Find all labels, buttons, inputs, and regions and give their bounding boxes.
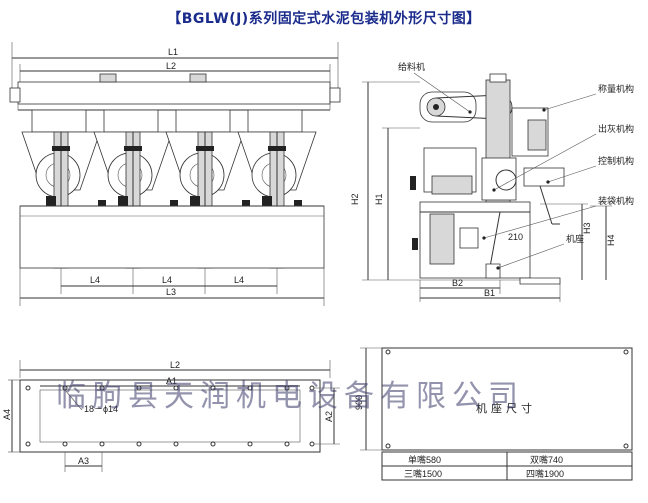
label-base: 机座 [566, 233, 584, 245]
page-title: 【BGLW(J)系列固定式水泥包装机外形尺寸图】 [167, 11, 481, 27]
plan-view: L2 A1 18－ϕ14 A4 A2 [2, 360, 340, 472]
base-size-label: 机座尺寸 [476, 401, 536, 415]
dim-B2: B2 [452, 278, 463, 288]
dim-900: 900 [354, 395, 364, 410]
dim-A3: A3 [78, 456, 89, 466]
watermark: 临朐县天润机电设备有限公司 [56, 379, 524, 414]
dim-210: 210 [508, 232, 523, 242]
dim-L4-c: L4 [234, 275, 244, 285]
label-weigher: 称量机构 [598, 83, 634, 95]
dim-L4-a: L4 [90, 275, 100, 285]
label-bagging: 装袋机构 [598, 195, 634, 207]
side-view: H2 H1 [350, 61, 634, 302]
dim-A4: A4 [2, 409, 12, 420]
base-view: 900 机座尺寸 单嘴580 双嘴740 三嘴1500 四嘴1900 [354, 347, 633, 481]
dim-H4: H4 [606, 234, 616, 246]
table-cell-single: 单嘴580 [408, 454, 441, 465]
dim-plan-L2: L2 [170, 360, 180, 370]
dim-L4-b: L4 [162, 275, 172, 285]
dim-L2: L2 [166, 61, 176, 71]
table-cell-quad: 四嘴1900 [526, 469, 564, 479]
dim-B1: B1 [484, 288, 495, 298]
dim-H2: H2 [350, 193, 360, 205]
spout-units [21, 109, 317, 269]
label-control: 控制机构 [598, 155, 634, 167]
holes-spec: 18－ϕ14 [84, 404, 118, 414]
front-view: L1 L2 [9, 42, 341, 306]
table-cell-triple: 三嘴1500 [404, 469, 442, 479]
dim-L1: L1 [168, 47, 178, 57]
label-ash-out: 出灰机构 [598, 123, 634, 135]
dim-H1: H1 [374, 193, 384, 205]
dim-A2: A2 [324, 411, 334, 422]
dim-H3: H3 [582, 222, 592, 234]
table-cell-double: 双嘴740 [530, 455, 563, 465]
dim-L3: L3 [166, 287, 176, 297]
dim-A1: A1 [166, 376, 177, 386]
label-feeder: 给料机 [398, 61, 425, 73]
